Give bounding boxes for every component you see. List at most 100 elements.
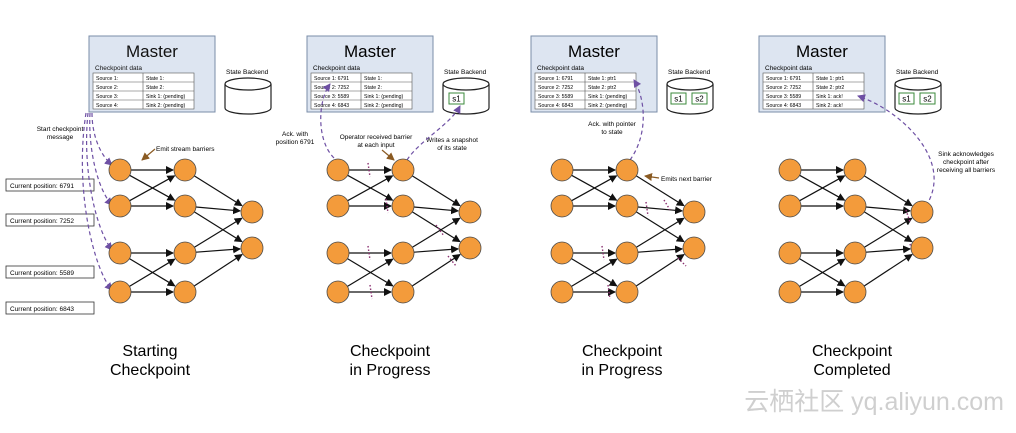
master-title: Master: [568, 42, 620, 61]
state-backend-cylinder: s1 s2: [666, 77, 714, 115]
state-backend-label: State Backend: [444, 69, 487, 76]
operator-node: [326, 241, 350, 265]
svg-text:at each input: at each input: [357, 142, 394, 149]
operator-node: [240, 236, 264, 260]
stream-edge: [865, 206, 912, 215]
stream-edge: [412, 211, 461, 243]
operator-node: [326, 194, 350, 218]
svg-text:position 6791: position 6791: [276, 139, 315, 146]
operator-node: [326, 280, 350, 304]
operator-node: [458, 200, 482, 224]
watermark: 云栖社区 yq.aliyun.com: [744, 388, 1004, 416]
table-cell: Source 3:: [96, 94, 118, 100]
annotation-writes-snapshot: Writes a snapshot of its state: [426, 137, 478, 152]
operator-node: [778, 194, 802, 218]
snapshot-item: s1: [902, 95, 911, 104]
current-position-label: Current position: 5589: [10, 270, 74, 277]
caption: Starting Checkpoint: [110, 343, 191, 379]
barrier-mark: [369, 284, 373, 300]
stream-edge: [413, 206, 460, 215]
stream-edge: [411, 254, 461, 287]
position-boxes: Current position: 6791 Current position:…: [5, 178, 95, 315]
table-cell: Source 1:: [96, 76, 118, 82]
table-cell: Source 3: 5589: [538, 94, 573, 100]
operator-node: [550, 158, 574, 182]
state-backend-label: State Backend: [226, 69, 269, 76]
barrier-mark: [367, 162, 371, 178]
ack-arrow: [629, 79, 644, 161]
snapshot-item: s1: [674, 95, 683, 104]
svg-text:checkpoint after: checkpoint after: [943, 159, 990, 166]
svg-text:Checkpoint: Checkpoint: [812, 343, 893, 360]
operator-node: [843, 241, 867, 265]
svg-text:receiving all barriers: receiving all barriers: [937, 167, 996, 174]
table-cell: Sink 2: ack!: [816, 103, 843, 109]
operator-node: [550, 194, 574, 218]
stream-edge: [635, 254, 685, 287]
dataflow-graphs: [108, 158, 934, 304]
dataflow-graph: [778, 158, 934, 304]
stream-edge: [865, 245, 912, 254]
table-cell: Source 3: 5589: [766, 94, 801, 100]
panel-in-progress-1: Master Checkpoint data Source 1: 6791 St…: [276, 35, 490, 379]
barrier-mark: [435, 224, 445, 237]
stream-edge: [195, 206, 242, 215]
stream-edge: [637, 245, 684, 254]
barrier-mark: [663, 199, 671, 211]
table-cell: State 1:: [146, 76, 164, 82]
annotation-ack-pointer: Ack. with pointer to state: [588, 121, 637, 136]
operator-node: [108, 241, 132, 265]
table-cell: Source 2: 7252: [538, 85, 573, 91]
annotation-sink-ack: Sink acknowledges checkpoint after recei…: [937, 151, 996, 174]
operator-node: [173, 158, 197, 182]
operator-node: [173, 194, 197, 218]
checkpoint-table: Source 1: 6791 State 1: Source 2: 7252 S…: [310, 72, 413, 110]
table-cell: State 1: ptr1: [588, 76, 616, 82]
master-box: Master Checkpoint data Source 1: 6791 St…: [758, 35, 886, 113]
state-backend-cylinder: s1: [442, 77, 490, 115]
stream-edge: [799, 175, 846, 202]
snapshot-item: s2: [923, 95, 932, 104]
state-backend-cylinder: s1 s2: [894, 77, 942, 115]
table-cell: Sink 1: (pending): [588, 94, 627, 100]
ack-arrow: [857, 94, 935, 207]
operator-node: [108, 280, 132, 304]
svg-text:Operator received barrier: Operator received barrier: [340, 134, 413, 141]
ack-arrow: [320, 83, 335, 159]
annotation-emits-next: Emits next barrier: [661, 176, 713, 183]
table-cell: Source 4:: [96, 103, 118, 109]
operator-node: [326, 158, 350, 182]
stream-edge: [799, 258, 846, 287]
operator-node: [682, 200, 706, 224]
caption: Checkpoint in Progress: [582, 343, 663, 379]
operator-node: [843, 158, 867, 182]
svg-text:of its state: of its state: [437, 145, 467, 152]
master-title: Master: [344, 42, 396, 61]
stream-edge: [636, 211, 685, 243]
operator-node: [173, 241, 197, 265]
annotation-ack-position: Ack. with position 6791: [276, 131, 315, 146]
caption: Checkpoint in Progress: [350, 343, 431, 379]
svg-text:to state: to state: [601, 129, 623, 136]
table-cell: Source 2: 7252: [314, 85, 349, 91]
barrier-mark: [601, 245, 605, 261]
panel-starting: Master Checkpoint data Source 1: State 1…: [5, 35, 272, 379]
current-position-label: Current position: 7252: [10, 218, 74, 225]
barrier-mark: [645, 201, 649, 217]
operator-node: [108, 194, 132, 218]
table-cell: Source 1: 6791: [766, 76, 801, 82]
svg-text:Completed: Completed: [813, 362, 890, 379]
svg-text:Writes a snapshot: Writes a snapshot: [426, 137, 478, 144]
panel-completed: Master Checkpoint data Source 1: 6791 St…: [758, 35, 996, 379]
master-box: Master Checkpoint data Source 1: 6791 St…: [530, 35, 658, 113]
start-checkpoint-arrows: [81, 112, 113, 291]
operator-node: [615, 194, 639, 218]
table-cell: Source 4: 6843: [538, 103, 573, 109]
stream-edge: [195, 245, 242, 254]
stream-edge: [571, 258, 618, 287]
stream-edge: [412, 217, 461, 248]
stream-edge: [864, 217, 913, 248]
annotation-arrow: [644, 173, 660, 181]
master-box: Master Checkpoint data Source 1: State 1…: [88, 35, 216, 113]
